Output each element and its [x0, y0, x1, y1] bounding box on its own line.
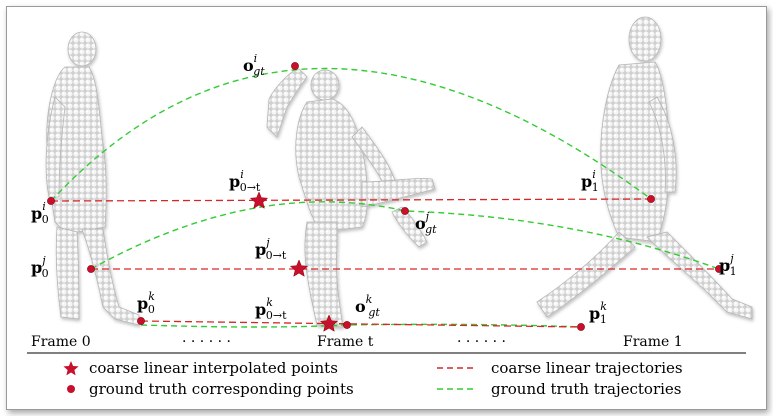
point-ogtk	[343, 321, 351, 329]
legend: coarse linear interpolated points ground…	[27, 352, 746, 398]
legend-star-label: coarse linear interpolated points	[89, 359, 338, 377]
legend-red-dashed-label: coarse linear trajectories	[491, 359, 683, 377]
star-p0tk	[319, 314, 339, 332]
frame-1-label: Frame 1	[623, 334, 683, 350]
point-p0i	[47, 197, 55, 205]
point-p0j	[87, 265, 95, 273]
frame-0-label: Frame 0	[31, 334, 91, 350]
point-ogti	[291, 62, 299, 70]
figure-frame-0	[45, 31, 140, 326]
legend-circle-icon	[67, 385, 75, 393]
legend-circle-label: ground truth corresponding points	[89, 380, 354, 398]
point-ogtj	[401, 207, 409, 215]
interpolated-points	[249, 191, 339, 332]
coarse-linear-trajectories	[50, 198, 719, 328]
gt-trajectory-i	[50, 67, 652, 202]
point-p1k	[577, 323, 585, 331]
star-p0ti	[249, 191, 269, 209]
ground-truth-points	[47, 62, 723, 331]
point-p1j	[715, 265, 723, 273]
frame-labels: Frame 0 · · · · · · Frame t · · · · · · …	[31, 334, 683, 350]
star-p0tj	[289, 259, 309, 277]
figure-frame-t	[266, 68, 436, 328]
dots-right: · · · · · ·	[457, 334, 506, 350]
coarse-trajectory-k	[140, 320, 582, 328]
point-p0k	[137, 317, 145, 325]
dots-left: · · · · · ·	[182, 334, 231, 350]
coarse-trajectory-i	[50, 198, 652, 202]
frame-t-label: Frame t	[317, 334, 374, 350]
point-p1i	[647, 195, 655, 203]
legend-star-icon	[63, 361, 79, 376]
legend-green-dashed-label: ground truth trajectories	[491, 380, 681, 398]
